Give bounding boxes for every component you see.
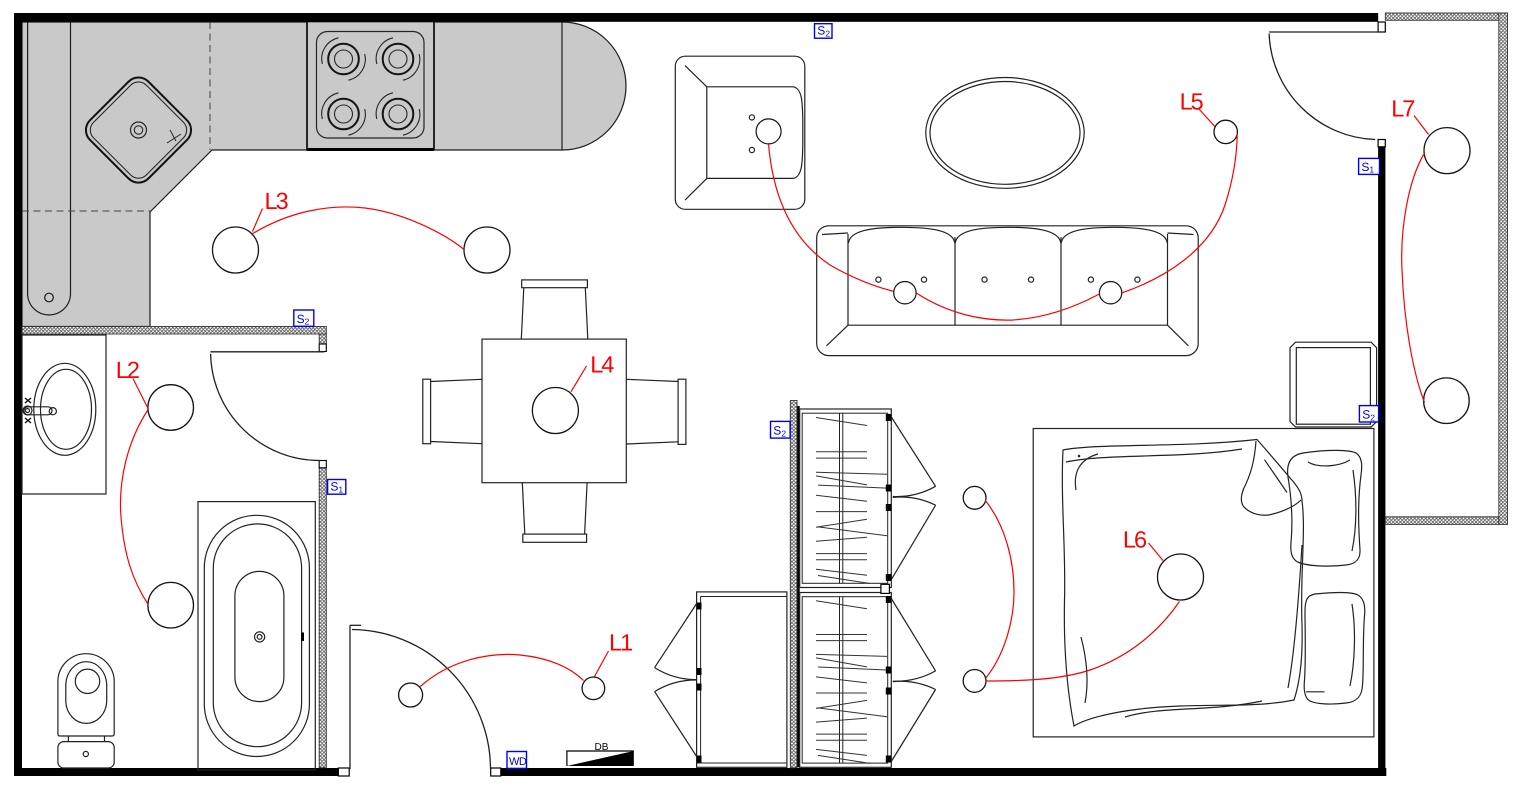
svg-text:DB: DB [595,742,609,753]
svg-text:L7: L7 [1391,95,1414,121]
svg-text:L5: L5 [1180,89,1204,115]
svg-text:WD: WD [509,756,527,768]
svg-text:L2: L2 [116,357,139,383]
svg-text:L1: L1 [609,630,632,656]
svg-text:L3: L3 [265,188,289,214]
svg-text:L6: L6 [1123,527,1147,553]
svg-text:L4: L4 [590,351,614,377]
